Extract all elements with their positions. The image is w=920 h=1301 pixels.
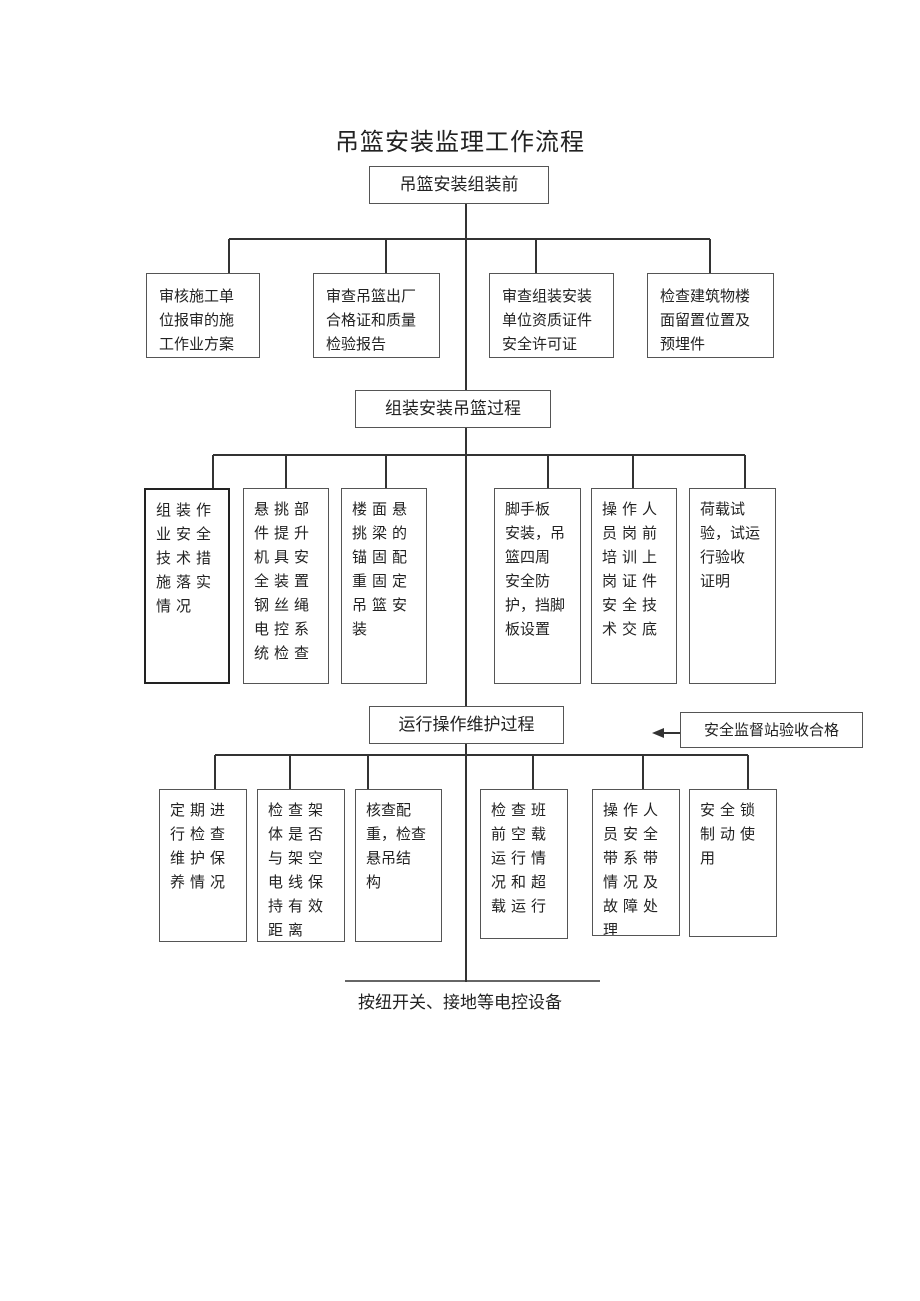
stage-assembly-process: 组装安装吊篮过程: [355, 390, 551, 428]
row3-item-maintenance: 定期进 行检查 维护保 养情况: [159, 789, 247, 942]
row2-item-operator-training: 操作人 员岗前 培训上 岗证件 安全技 术交底: [591, 488, 677, 684]
row3-item-load-operation: 检查班 前空载 运行情 况和超 载运行: [480, 789, 568, 939]
row3-item-safety-lock: 安全锁 制动使 用: [689, 789, 777, 937]
safety-station-note: 安全监督站验收合格: [680, 712, 863, 748]
bottom-caption: 按纽开关、接地等电控设备: [358, 993, 562, 1013]
side-arrow-head: [652, 728, 664, 738]
row1-item-construction-plan: 审核施工单 位报审的施 工作业方案: [146, 273, 260, 358]
row1-item-installer-qualification: 审查组装安装 单位资质证件 安全许可证: [489, 273, 614, 358]
diagram-title: 吊篮安装监理工作流程: [335, 128, 585, 156]
row2-item-safety-measures: 组装作 业安全 技术措 施落实 情况: [144, 488, 230, 684]
stage-before-assembly: 吊篮安装组装前: [369, 166, 549, 204]
row3-item-power-line-distance: 检查架 体是否 与架空 电线保 持有效 距离: [257, 789, 345, 942]
stage-operation-maintenance: 运行操作维护过程: [369, 706, 564, 744]
row3-item-safety-belt: 操作人 员安全 带系带 情况及 故障处 理: [592, 789, 680, 936]
row3-item-counterweight: 核查配 重，检查 悬吊结 构: [355, 789, 442, 942]
row2-item-hoist-inspection: 悬挑部 件提升 机具安 全装置 钢丝绳 电控系 统检查: [243, 488, 329, 684]
row1-item-building-embedments: 检查建筑物楼 面留置位置及 预埋件: [647, 273, 774, 358]
row2-item-scaffold-board: 脚手板 安装，吊 篮四周 安全防 护，挡脚 板设置: [494, 488, 581, 684]
row2-item-load-test: 荷载试 验，试运 行验收 证明: [689, 488, 776, 684]
row1-item-factory-certificate: 审查吊篮出厂 合格证和质量 检验报告: [313, 273, 440, 358]
row2-item-anchorage: 楼面悬 挑梁的 锚固配 重固定 吊篮安 装: [341, 488, 427, 684]
